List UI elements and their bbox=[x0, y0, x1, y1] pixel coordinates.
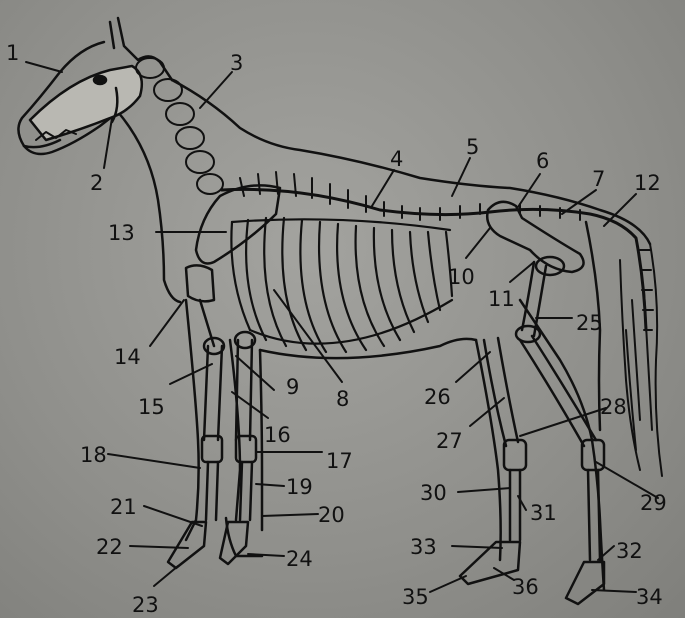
label-11: 11 bbox=[488, 287, 515, 311]
label-18: 18 bbox=[80, 443, 107, 467]
skull bbox=[30, 66, 142, 140]
label-4: 4 bbox=[390, 147, 403, 171]
label-13: 13 bbox=[108, 221, 135, 245]
label-14: 14 bbox=[114, 345, 141, 369]
label-8: 8 bbox=[336, 387, 349, 411]
label-7: 7 bbox=[592, 167, 605, 191]
label-26: 26 bbox=[424, 385, 451, 409]
label-23: 23 bbox=[132, 593, 159, 617]
label-16: 16 bbox=[264, 423, 291, 447]
label-6: 6 bbox=[536, 149, 549, 173]
label-36: 36 bbox=[512, 575, 539, 599]
label-31: 31 bbox=[530, 501, 557, 525]
label-10: 10 bbox=[448, 265, 475, 289]
label-21: 21 bbox=[110, 495, 137, 519]
label-32: 32 bbox=[616, 539, 643, 563]
label-1: 1 bbox=[6, 41, 19, 65]
part-labels: 1 2 3 4 5 6 7 8 9 10 11 12 13 14 15 16 1… bbox=[6, 41, 667, 617]
pelvis bbox=[487, 202, 583, 275]
scapula bbox=[196, 185, 280, 263]
label-2: 2 bbox=[90, 171, 103, 195]
label-5: 5 bbox=[466, 135, 479, 159]
label-34: 34 bbox=[636, 585, 663, 609]
label-17: 17 bbox=[326, 449, 353, 473]
label-33: 33 bbox=[410, 535, 437, 559]
label-22: 22 bbox=[96, 535, 123, 559]
label-30: 30 bbox=[420, 481, 447, 505]
label-12: 12 bbox=[634, 171, 661, 195]
label-28: 28 bbox=[600, 395, 627, 419]
cervical-vertebrae bbox=[136, 58, 223, 194]
label-20: 20 bbox=[318, 503, 345, 527]
label-27: 27 bbox=[436, 429, 463, 453]
label-19: 19 bbox=[286, 475, 313, 499]
label-9: 9 bbox=[286, 375, 299, 399]
rib-cage bbox=[231, 218, 452, 352]
label-35: 35 bbox=[402, 585, 429, 609]
label-15: 15 bbox=[138, 395, 165, 419]
label-24: 24 bbox=[286, 547, 313, 571]
label-3: 3 bbox=[230, 51, 243, 75]
label-25: 25 bbox=[576, 311, 603, 335]
label-29: 29 bbox=[640, 491, 667, 515]
